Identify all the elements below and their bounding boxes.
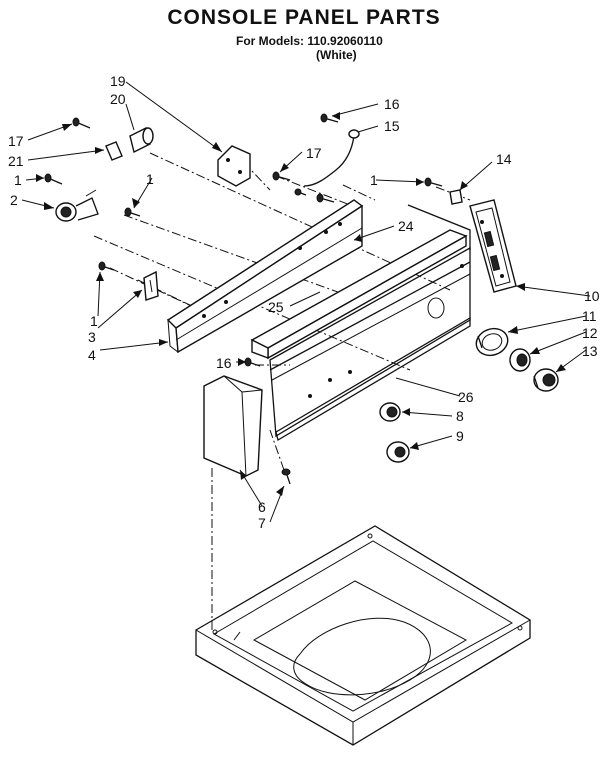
callout-25: 25 (268, 299, 284, 315)
knob-small-lower (386, 441, 410, 463)
lever-panel (469, 199, 517, 293)
leader-arrows (36, 112, 566, 496)
end-cap (203, 375, 263, 477)
callout-17-right: 17 (306, 145, 322, 161)
callout-6: 6 (258, 499, 266, 515)
callout-12: 12 (582, 325, 598, 341)
screws (44, 113, 443, 485)
callout-8: 8 (456, 408, 464, 424)
callout-7: 7 (258, 515, 266, 531)
assembly-guide-lines (93, 149, 471, 630)
washer-top-cabinet (195, 525, 531, 746)
timer-bezel (475, 327, 509, 357)
callout-21: 21 (8, 153, 24, 169)
callout-10: 10 (584, 288, 600, 304)
indicator-lamp (129, 126, 154, 154)
callout-16-lower: 16 (216, 355, 232, 371)
callout-14: 14 (496, 151, 512, 167)
callout-4: 4 (88, 347, 96, 363)
models-line: For Models: 110.92060110 (236, 34, 383, 48)
timer-knob (533, 368, 559, 392)
callout-19: 19 (110, 73, 126, 89)
console-rear-channel (166, 199, 364, 354)
callout-20: 20 (110, 91, 126, 107)
callout-1-lower-left: 1 (90, 313, 98, 329)
callout-9: 9 (456, 428, 464, 444)
callout-1-right: 1 (370, 172, 378, 188)
callout-labels: 19 20 17 21 1 2 1 16 15 17 1 14 24 1 3 4… (8, 73, 600, 531)
callout-3: 3 (88, 329, 96, 345)
callout-24: 24 (398, 218, 414, 234)
diagram-title: CONSOLE PANEL PARTS (167, 6, 441, 29)
callout-16-top: 16 (384, 96, 400, 112)
callout-11: 11 (582, 308, 597, 324)
switch-mount (143, 270, 159, 301)
console-panel (250, 204, 471, 442)
callout-26: 26 (458, 389, 474, 405)
switch-bracket (217, 145, 251, 187)
wire-harness (303, 129, 360, 187)
callout-17-left: 17 (8, 133, 24, 149)
color-line: (White) (316, 48, 357, 62)
callout-1-upper-left: 1 (14, 172, 22, 188)
callout-15: 15 (384, 118, 400, 134)
callout-13: 13 (582, 343, 598, 359)
rotary-switch (55, 189, 99, 222)
lamp-clip (105, 141, 123, 161)
callout-1-center-left: 1 (146, 171, 154, 187)
callout-2: 2 (10, 192, 18, 208)
cord-clip (449, 189, 463, 205)
timer-dial (509, 348, 531, 372)
knob-small-upper (379, 402, 401, 422)
